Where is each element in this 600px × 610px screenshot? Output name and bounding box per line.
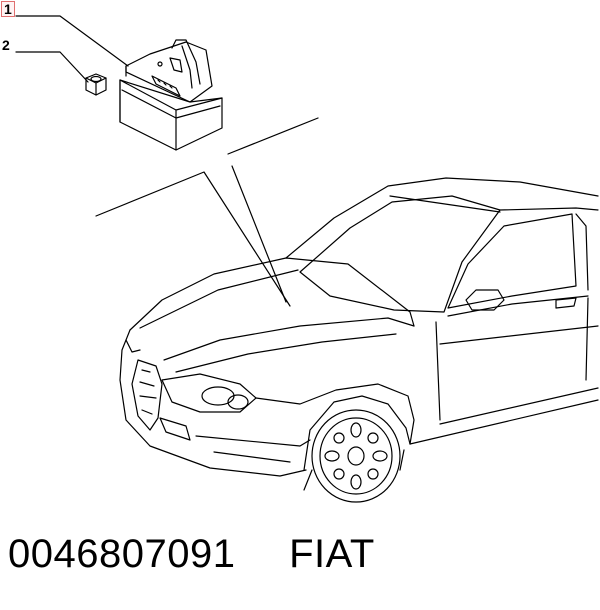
parts-diagram [0, 0, 600, 530]
nut-part [86, 74, 106, 95]
part-number: 0046807091 [8, 532, 236, 576]
front-wheel [304, 410, 404, 502]
callout-label-2: 2 [2, 37, 10, 53]
leader-line-1 [16, 16, 128, 66]
car-illustration [120, 178, 598, 476]
callout-label-1: 1 [1, 1, 15, 17]
indicator-line-left [96, 172, 290, 306]
indicator-line-right [228, 118, 318, 302]
part-caption: 0046807091 FIAT [8, 532, 598, 592]
control-module-part [120, 40, 222, 150]
brand-name: FIAT [289, 532, 375, 576]
leader-line-2 [16, 52, 88, 82]
